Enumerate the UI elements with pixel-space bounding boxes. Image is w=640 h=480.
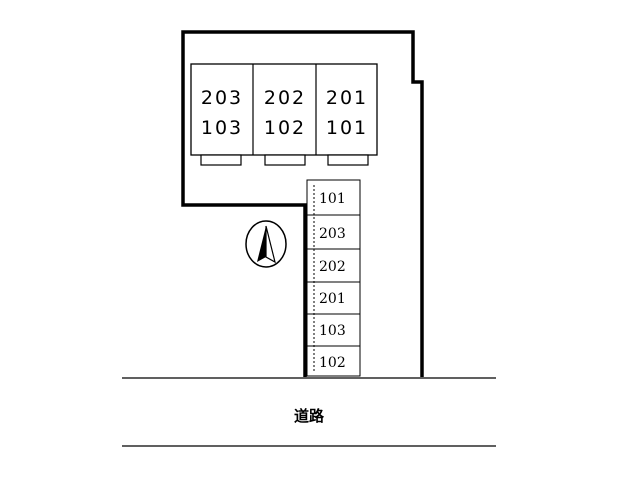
compass-arrow-light [265,225,276,264]
unit-upper-number: 202 [264,87,306,109]
unit-lower-number: 101 [326,117,368,139]
parking-space-number: 201 [319,291,346,307]
compass-arrow-dark [257,226,266,262]
parking-outline [306,179,361,377]
building-outline [190,63,378,156]
entrance-step [200,154,242,166]
lot-boundary [181,30,424,377]
north-arrow-icon [245,220,287,268]
unit-upper-number: 201 [326,87,368,109]
parking-space-number: 103 [319,323,346,339]
parking-space-number: 203 [319,226,346,242]
entrance-step [264,154,306,166]
building: 203 103 202 102 201 101 [190,63,378,166]
unit-lower-number: 102 [264,117,306,139]
road-label: 道路 [294,407,325,425]
unit-lower-number: 103 [201,117,243,139]
unit-upper-number: 203 [201,87,243,109]
parking-space-number: 102 [319,355,346,371]
parking-area: 101 203 202 201 103 102 [306,179,361,377]
entrance-step [327,154,369,166]
compass-circle [245,220,287,268]
parking-space-number: 202 [319,259,346,275]
parking-space-number: 101 [319,191,346,207]
